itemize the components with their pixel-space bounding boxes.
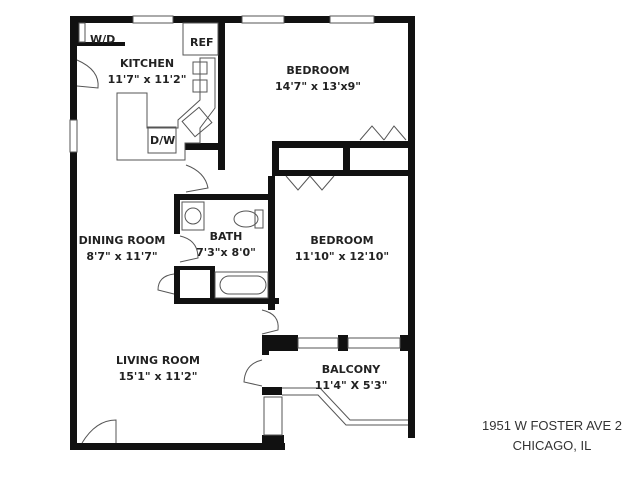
windows: [69, 15, 401, 436]
room-name: DINING ROOM: [78, 234, 166, 247]
room-dining: DINING ROOM 8'7" x 11'7": [79, 233, 166, 265]
room-name: BALCONY: [321, 363, 381, 376]
room-living: LIVING ROOM 15'1" x 11'2": [116, 353, 200, 385]
room-name: KITCHEN: [119, 57, 175, 70]
room-kitchen: KITCHEN 11'7" x 11'2": [108, 56, 187, 88]
fixtures-lines: [76, 22, 408, 444]
room-bedroom-2: BEDROOM 11'10" x 12'10": [295, 233, 389, 265]
address-line-2: CHICAGO, IL: [512, 438, 592, 453]
address-line-1: 1951 W FOSTER AVE 2: [482, 418, 622, 433]
room-bedroom-1: BEDROOM 14'7" x 13'x9": [275, 63, 361, 95]
room-size: 14'7" x 13'x9": [275, 80, 361, 93]
room-balcony: BALCONY 11'4" X 5'3": [315, 362, 388, 394]
room-size: 15'1" x 11'2": [118, 370, 198, 383]
room-size: 11'4" X 5'3": [314, 379, 388, 392]
washer-dryer-label: W/D: [90, 33, 116, 46]
room-size: 8'7" x 11'7": [86, 250, 158, 263]
address-block: 1951 W FOSTER AVE 2 CHICAGO, IL: [472, 416, 632, 456]
room-size: 7'3"x 8'0": [196, 246, 256, 259]
dishwasher-label: D/W: [150, 134, 176, 147]
refrigerator-label: REF: [190, 36, 214, 49]
room-bath: BATH 7'3"x 8'0": [196, 229, 256, 261]
room-name: LIVING ROOM: [116, 354, 200, 367]
room-name: BEDROOM: [310, 234, 374, 247]
room-size: 11'7" x 11'2": [107, 73, 187, 86]
room-size: 11'10" x 12'10": [294, 250, 390, 263]
room-name: BEDROOM: [286, 64, 350, 77]
room-name: BATH: [209, 230, 243, 243]
walls: [70, 16, 415, 450]
